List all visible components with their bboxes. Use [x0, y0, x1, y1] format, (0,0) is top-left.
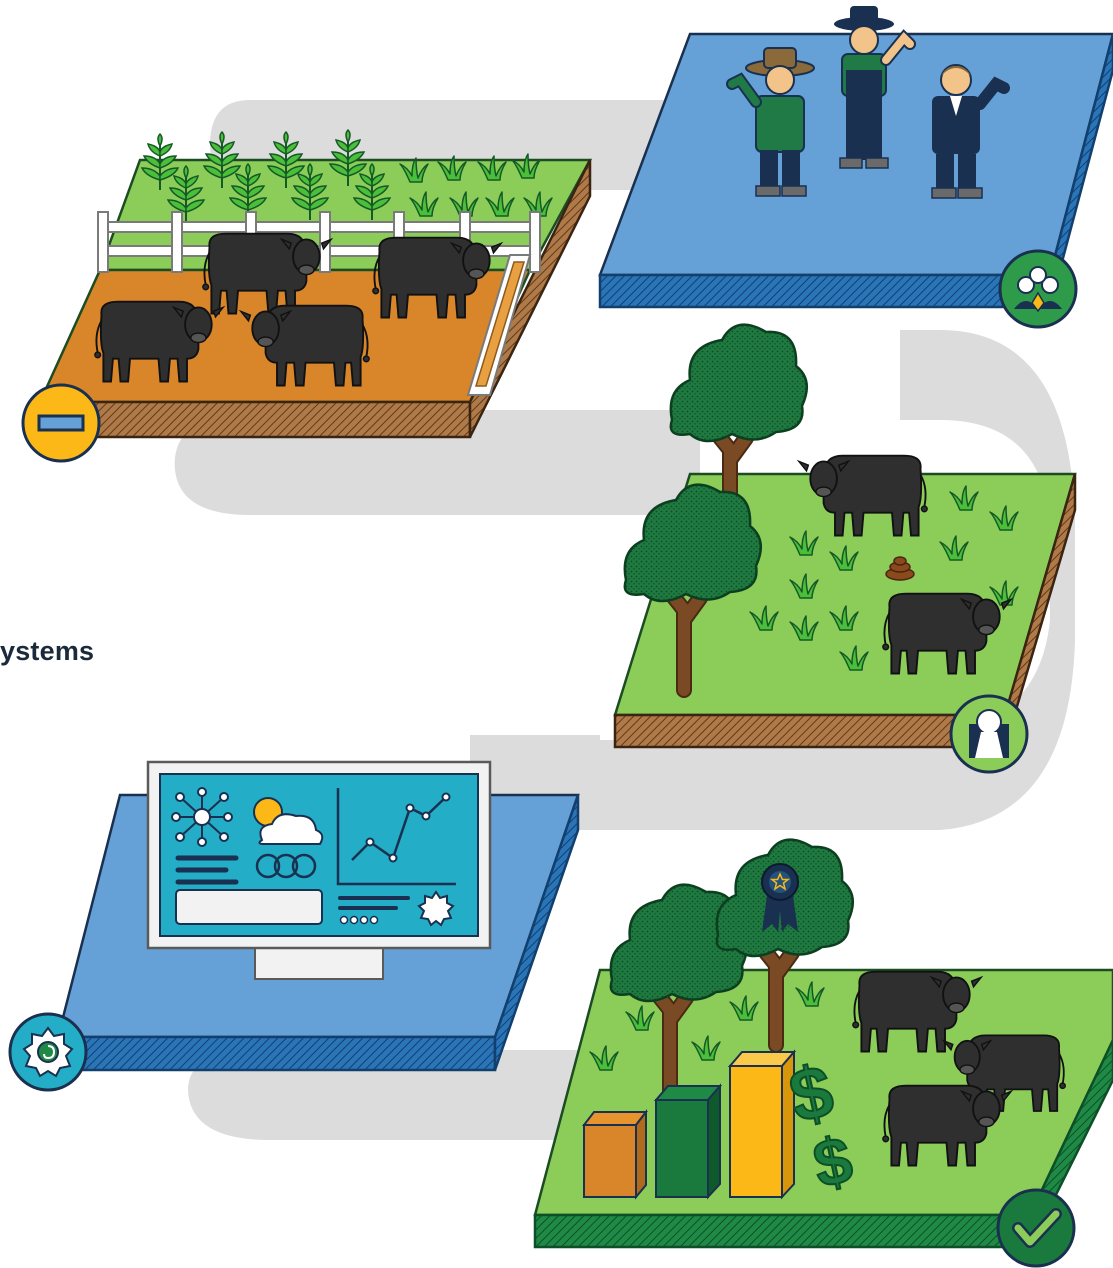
minus-icon	[21, 383, 101, 463]
line-chart-icon	[336, 788, 456, 886]
award-ribbon-icon	[761, 863, 799, 932]
panel-feedlot	[21, 129, 593, 463]
farmer-overalls-figure	[834, 6, 916, 169]
bar-large	[727, 1049, 797, 1200]
settings-lines	[338, 896, 410, 910]
panel-technology	[8, 760, 580, 1092]
gear-icon	[8, 1012, 88, 1092]
growth-bar-chart	[581, 1049, 797, 1200]
panel-outcome: $ $	[533, 840, 1113, 1268]
rings-icon	[255, 853, 317, 879]
text-lines	[175, 855, 239, 885]
computer-monitor	[146, 760, 492, 980]
checkmark-icon	[996, 1188, 1076, 1268]
screen-gear-icon	[417, 890, 455, 927]
bar-small	[581, 1109, 649, 1200]
panel-pasture	[613, 325, 1077, 774]
businessman-figure	[931, 64, 1010, 199]
keyhole-icon	[949, 694, 1029, 774]
input-box	[175, 889, 323, 925]
bar-medium	[653, 1083, 723, 1200]
community-icon	[998, 249, 1078, 329]
manure-icon	[885, 556, 915, 581]
panel-people	[598, 6, 1113, 329]
network-icon	[171, 787, 233, 847]
weather-icon	[253, 797, 324, 845]
section-heading: ystems	[0, 636, 95, 666]
dots-icon	[339, 915, 379, 925]
feed-trough	[466, 254, 532, 396]
farmer-figure	[726, 47, 815, 197]
